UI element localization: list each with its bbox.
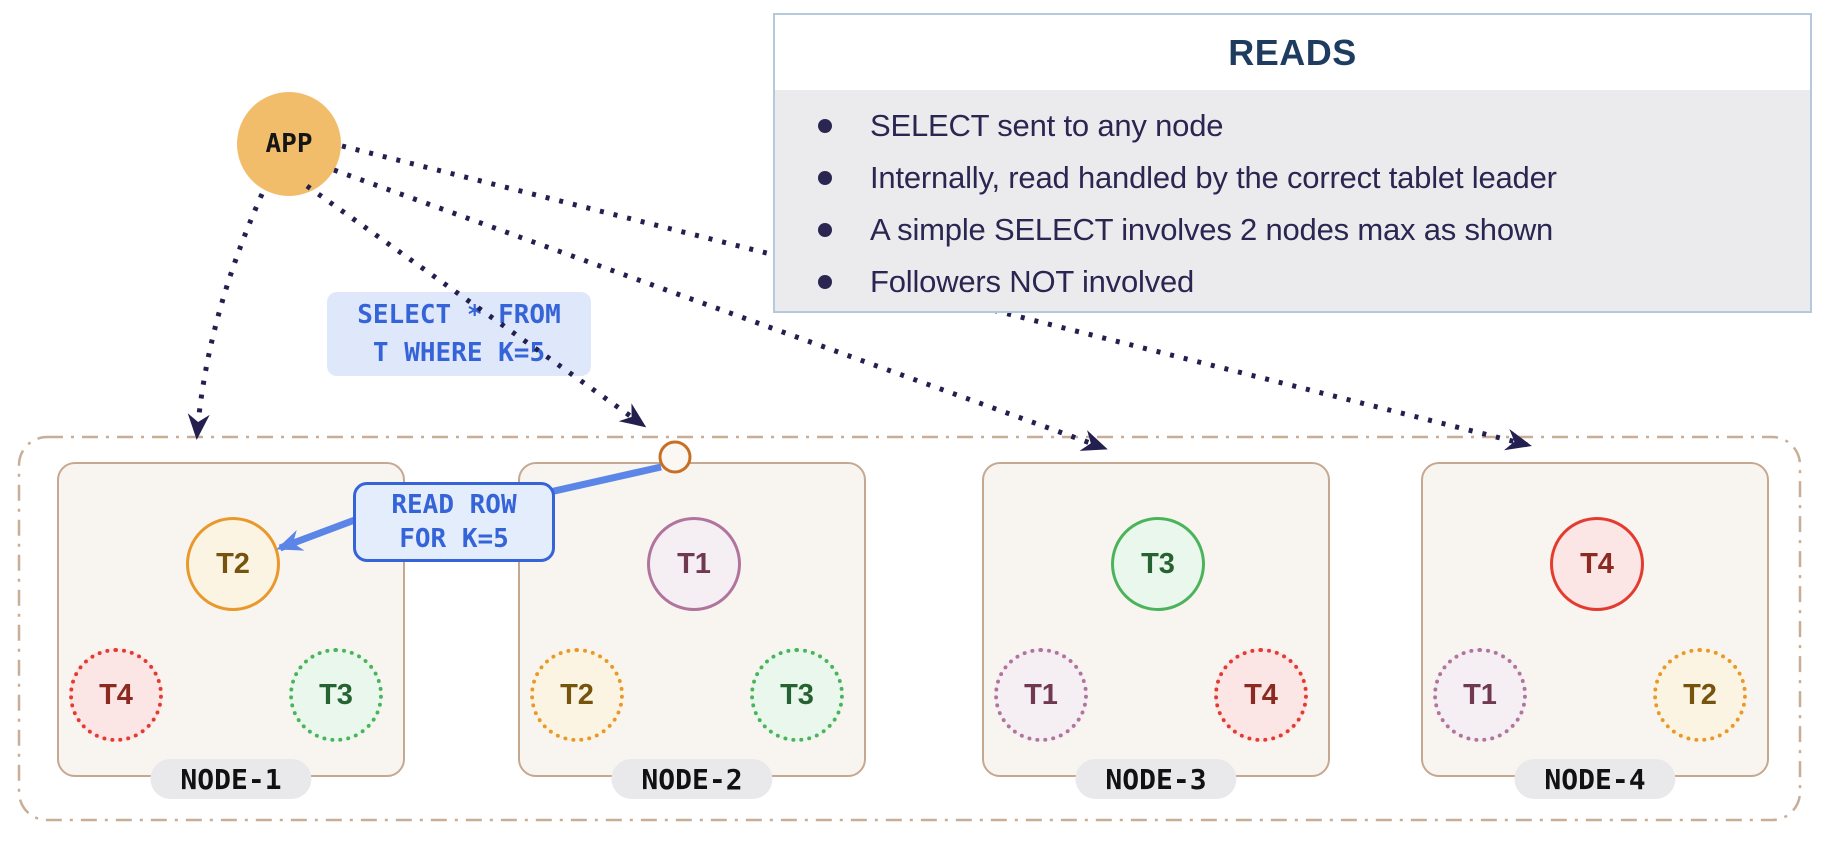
tablet-label: T1 bbox=[677, 547, 711, 580]
tablet-label: T2 bbox=[216, 547, 250, 580]
tablet-label: T2 bbox=[560, 678, 594, 711]
tablet-label: T3 bbox=[780, 678, 814, 711]
node-name-pill: NODE-4 bbox=[1514, 759, 1676, 799]
node-name-pill: NODE-3 bbox=[1075, 759, 1237, 799]
tablet-follower: T2 bbox=[530, 648, 624, 742]
app-label: APP bbox=[265, 129, 313, 159]
reads-bullet-row: Followers NOT involved bbox=[818, 256, 1810, 308]
tablet-leader: T1 bbox=[647, 517, 741, 611]
node-4: T4 T1 T2 NODE-4 bbox=[1421, 462, 1769, 799]
tablet-follower: T1 bbox=[994, 648, 1088, 742]
read-row-label: READ ROW FOR K=5 bbox=[353, 482, 555, 562]
reads-panel-title: READS bbox=[1228, 31, 1357, 73]
node-2: T1 T2 T3 NODE-2 bbox=[518, 462, 866, 799]
tablet-label: T2 bbox=[1683, 678, 1717, 711]
node-label: NODE-1 bbox=[180, 762, 282, 796]
bullet-icon bbox=[818, 119, 832, 133]
tablet-follower: T3 bbox=[750, 648, 844, 742]
read-row-line2: FOR K=5 bbox=[399, 524, 509, 554]
bullet-icon bbox=[818, 275, 832, 289]
reads-bullet-text: Followers NOT involved bbox=[870, 264, 1195, 299]
tablet-follower: T4 bbox=[69, 648, 163, 742]
tablet-follower: T4 bbox=[1214, 648, 1308, 742]
tablet-label: T4 bbox=[1580, 547, 1614, 580]
node-label: NODE-2 bbox=[641, 762, 743, 796]
node-name-pill: NODE-1 bbox=[150, 759, 312, 799]
tablet-label: T4 bbox=[1244, 678, 1278, 711]
read-row-line1: READ ROW bbox=[391, 490, 517, 520]
reads-bullet-row: A simple SELECT involves 2 nodes max as … bbox=[818, 204, 1810, 256]
tablet-label: T3 bbox=[319, 678, 353, 711]
node-label: NODE-3 bbox=[1105, 762, 1207, 796]
tablet-leader: T2 bbox=[186, 517, 280, 611]
tablet-label: T1 bbox=[1024, 678, 1058, 711]
select-query-line2: T WHERE K=5 bbox=[372, 338, 546, 368]
reads-bullet-text: SELECT sent to any node bbox=[870, 108, 1224, 143]
reads-panel-body: SELECT sent to any node Internally, read… bbox=[775, 90, 1810, 311]
node-name-pill: NODE-2 bbox=[611, 759, 773, 799]
tablet-leader: T3 bbox=[1111, 517, 1205, 611]
reads-panel: READS SELECT sent to any node Internally… bbox=[773, 13, 1812, 313]
select-query-line1: SELECT * FROM bbox=[357, 300, 561, 330]
bullet-icon bbox=[818, 223, 832, 237]
reads-bullet-row: Internally, read handled by the correct … bbox=[818, 152, 1810, 204]
reads-bullet-text: Internally, read handled by the correct … bbox=[870, 160, 1557, 195]
bullet-icon bbox=[818, 171, 832, 185]
arrow-app-to-node1 bbox=[187, 192, 265, 440]
app-circle: APP bbox=[237, 92, 341, 196]
tablet-leader: T4 bbox=[1550, 517, 1644, 611]
tablet-follower: T2 bbox=[1653, 648, 1747, 742]
select-query-label: SELECT * FROM T WHERE K=5 bbox=[327, 292, 591, 376]
tablet-label: T3 bbox=[1141, 547, 1175, 580]
tablet-label: T1 bbox=[1463, 678, 1497, 711]
tablet-label: T4 bbox=[99, 678, 133, 711]
tablet-follower: T1 bbox=[1433, 648, 1527, 742]
reads-bullet-row: SELECT sent to any node bbox=[818, 100, 1810, 152]
node-label: NODE-4 bbox=[1544, 762, 1646, 796]
node-3: T3 T1 T4 NODE-3 bbox=[982, 462, 1330, 799]
tablet-follower: T3 bbox=[289, 648, 383, 742]
reads-bullet-text: A simple SELECT involves 2 nodes max as … bbox=[870, 212, 1554, 247]
